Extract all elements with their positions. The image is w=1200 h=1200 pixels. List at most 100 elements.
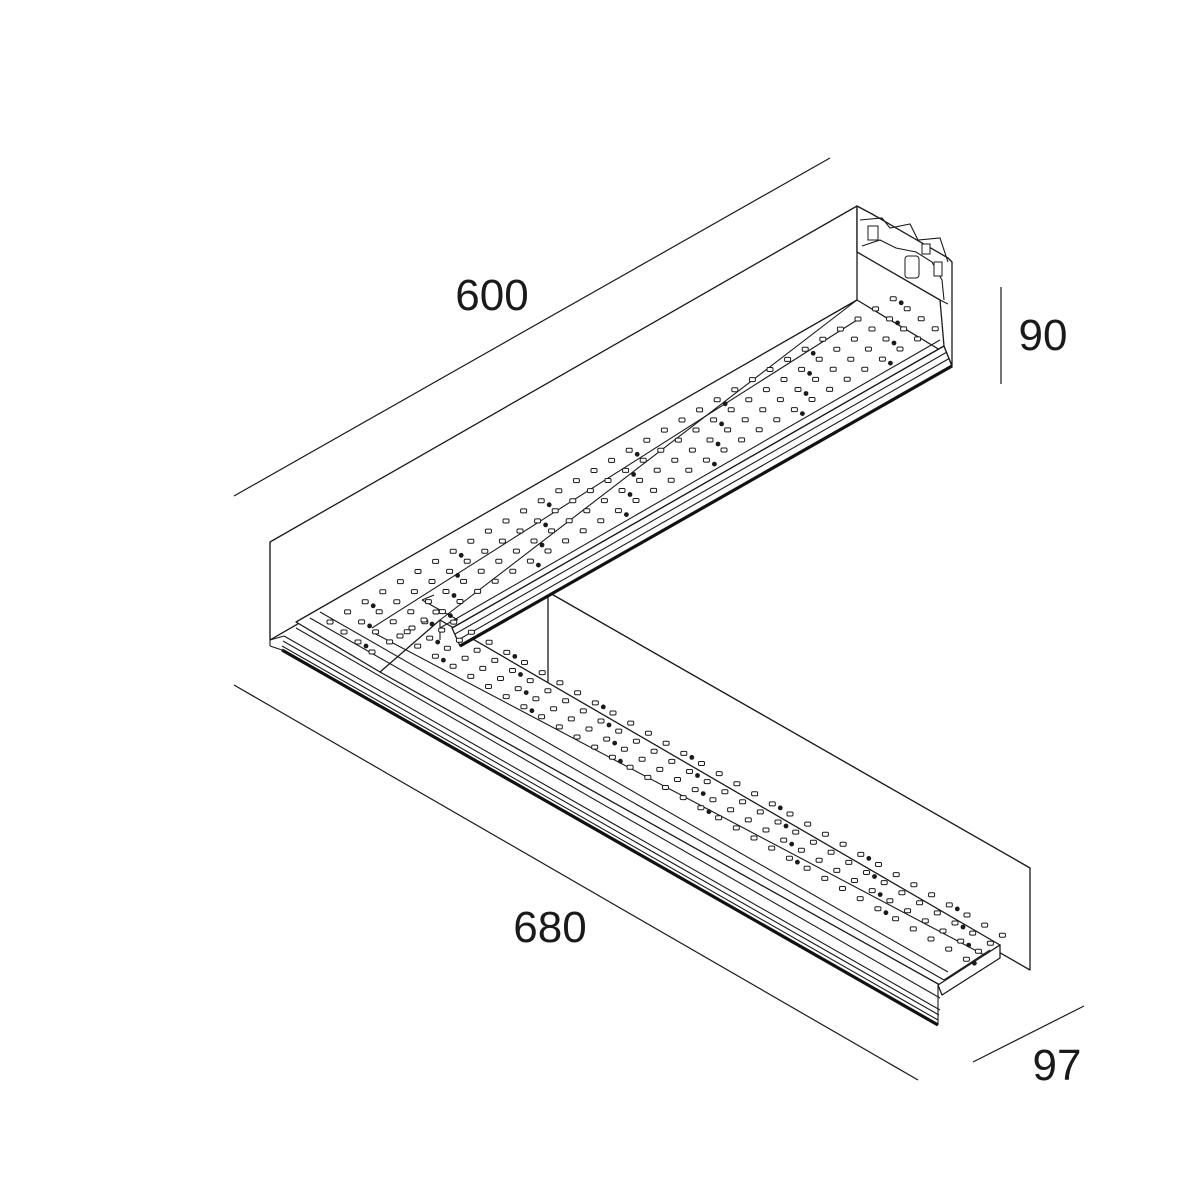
led-slot — [731, 387, 739, 393]
led-slot — [874, 906, 882, 912]
led-slot — [974, 948, 982, 954]
led-slot — [738, 437, 746, 443]
back-wall-short-arm — [547, 591, 1031, 971]
led-slot — [534, 518, 542, 524]
led-slot — [432, 609, 440, 615]
led-slot — [516, 528, 524, 534]
led-slot — [827, 849, 835, 855]
led-dot — [700, 791, 706, 796]
led-slot — [880, 880, 888, 886]
led-slot — [703, 779, 711, 785]
led-slot — [644, 774, 652, 780]
led-dot — [877, 892, 883, 897]
led-slot — [836, 326, 844, 332]
led-slot — [751, 791, 759, 797]
led-slot — [639, 457, 647, 463]
led-slot — [939, 928, 947, 934]
led-slot — [780, 377, 788, 382]
led-slot — [903, 306, 911, 312]
led-slot — [674, 777, 681, 782]
inner-edges — [295, 299, 991, 999]
led-slot — [473, 647, 481, 653]
led-slot — [420, 617, 428, 623]
dim-label-600: 600 — [455, 271, 528, 320]
led-slot — [653, 467, 661, 473]
led-dot — [715, 441, 721, 447]
led-slot — [744, 817, 752, 823]
led-slot — [491, 657, 499, 663]
led-dot — [536, 562, 541, 568]
led-slot — [969, 930, 977, 936]
led-slot — [803, 865, 811, 871]
led-slot — [512, 548, 520, 554]
led-slot — [449, 663, 457, 669]
led-slot — [650, 748, 658, 754]
led-slot — [715, 815, 723, 821]
led-slot — [551, 508, 559, 514]
led-slot — [456, 599, 464, 604]
led-slot — [379, 589, 387, 595]
led-slot — [963, 912, 971, 918]
led-slot — [715, 771, 723, 777]
l-profile — [269, 205, 1031, 1027]
led-dot — [451, 593, 457, 598]
led-slot — [872, 306, 880, 312]
led-slot — [833, 867, 841, 873]
dim-label-680: 680 — [513, 903, 586, 952]
led-slot — [479, 665, 487, 671]
led-dot — [883, 910, 889, 916]
led-slot — [597, 518, 605, 524]
led-slot — [603, 736, 611, 742]
led-slot — [375, 609, 383, 615]
led-dot — [512, 654, 518, 659]
led-slot — [550, 706, 558, 712]
led-slot — [755, 427, 763, 433]
led-dot — [529, 708, 535, 714]
led-slot — [638, 756, 646, 762]
led-slot — [662, 740, 670, 746]
led-dot — [370, 603, 376, 609]
led-slot — [538, 714, 546, 720]
led-dot — [627, 492, 633, 497]
led-slot — [414, 643, 422, 649]
led-slot — [537, 498, 545, 504]
led-slot — [680, 750, 688, 756]
led-slot — [945, 902, 953, 908]
led-slot — [812, 376, 820, 382]
led-slot — [892, 872, 900, 878]
led-slot — [671, 457, 679, 463]
led-dot — [631, 472, 636, 477]
led-slot — [698, 761, 705, 766]
led-slot — [916, 900, 924, 906]
led-slot — [514, 686, 522, 692]
led-slot — [660, 427, 668, 433]
led-slot — [839, 841, 847, 847]
led-slot — [962, 956, 970, 962]
led-slot — [774, 819, 782, 825]
led-slot — [668, 758, 676, 764]
led-dot — [895, 320, 900, 326]
led-dot — [810, 350, 816, 356]
led-slot — [892, 916, 900, 922]
led-slot — [798, 366, 806, 372]
led-slot — [477, 568, 485, 574]
led-slot — [485, 684, 492, 689]
led-slot — [957, 938, 965, 944]
led-slot — [797, 847, 805, 853]
led-dot — [706, 809, 712, 815]
led-dot — [898, 300, 904, 306]
led-dot — [600, 704, 606, 710]
led-dot — [783, 823, 789, 829]
led-slot — [863, 870, 870, 875]
led-slot — [662, 785, 669, 790]
led-slot — [864, 346, 872, 352]
led-slot — [455, 637, 463, 643]
led-slot — [438, 627, 446, 633]
led-slot — [361, 599, 369, 605]
led-slot — [702, 457, 710, 463]
led-slot — [933, 910, 941, 916]
led-slot — [821, 875, 829, 881]
led-slot — [685, 467, 693, 473]
led-slot — [875, 862, 882, 867]
led-slot — [579, 708, 587, 714]
